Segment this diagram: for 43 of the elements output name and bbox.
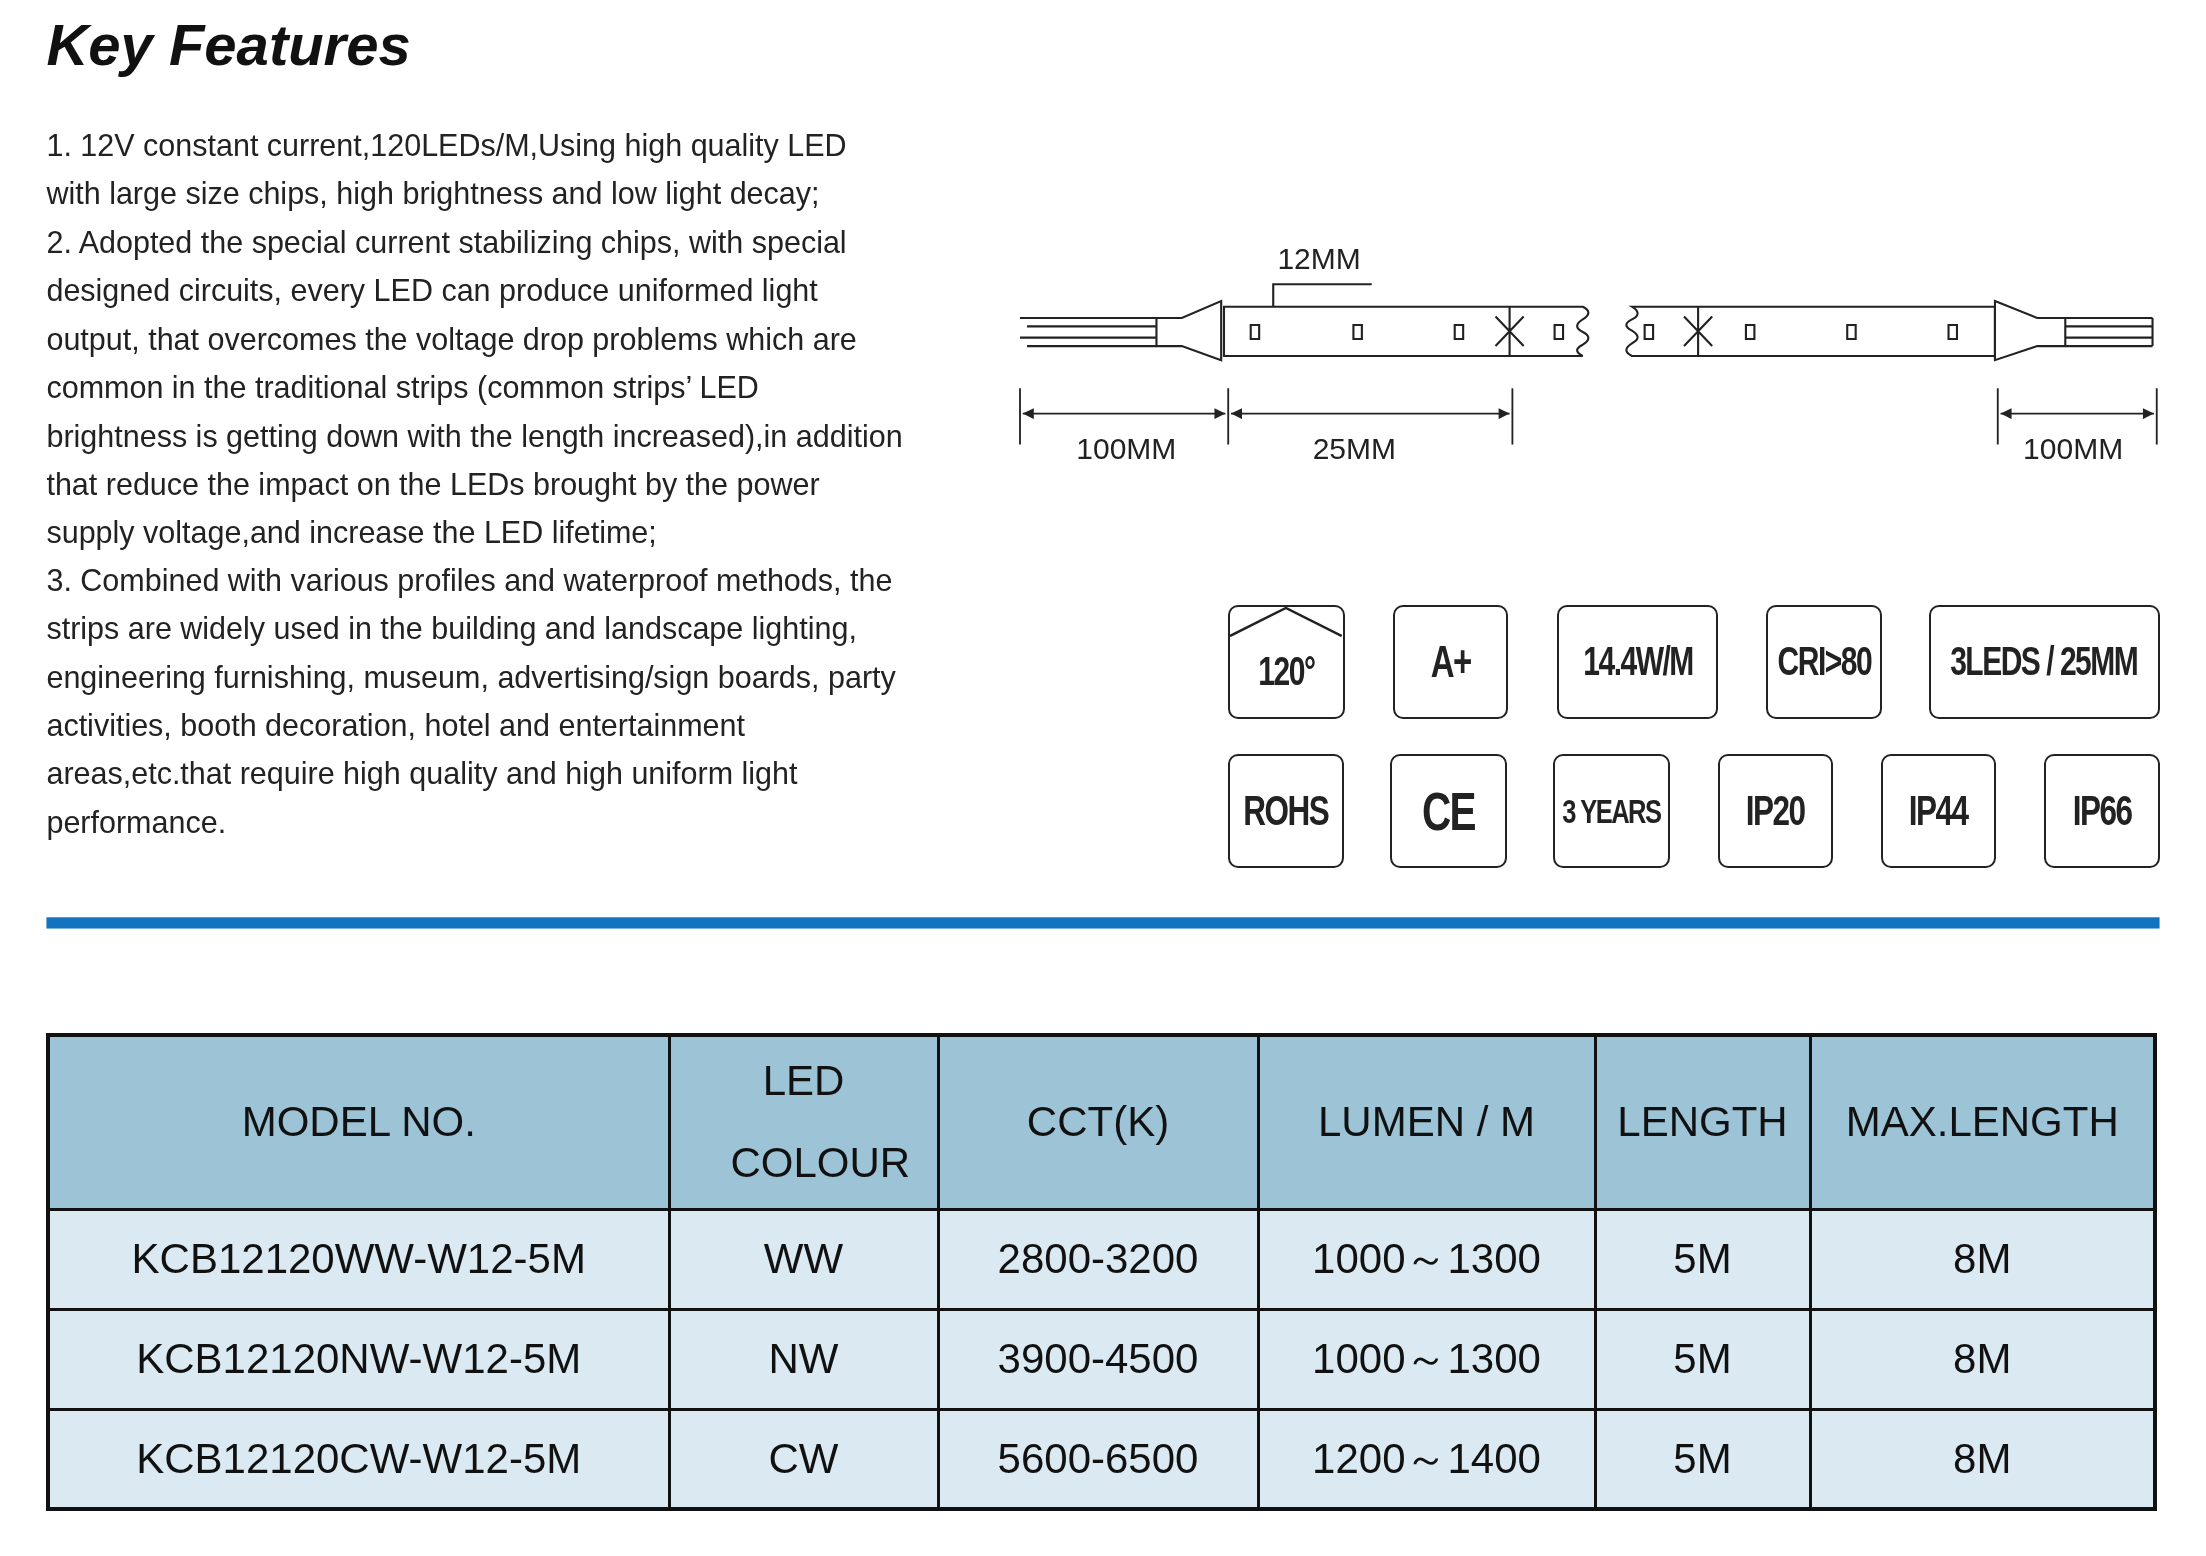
header-cell: LUMEN / M <box>1258 1035 1595 1209</box>
table-cell: KCB12120NW-W12-5M <box>48 1309 669 1409</box>
table-cell: 5600-6500 <box>938 1409 1258 1509</box>
dimension-label: 25MM <box>1312 431 1396 466</box>
spec-badge: IP44 <box>1881 754 1997 869</box>
table-cell: 1200～1400 <box>1258 1409 1595 1509</box>
spec-badge: 3 YEARS <box>1553 754 1670 869</box>
table-cell: 1000～1300 <box>1258 1309 1595 1409</box>
header-cell: LED COLOUR <box>669 1035 938 1209</box>
header-cell: MAX.LENGTH <box>1810 1035 2155 1209</box>
page-title: Key Features <box>46 11 411 79</box>
spec-badge: CRI>80 <box>1765 604 1883 719</box>
table-cell: 3900-4500 <box>938 1309 1258 1409</box>
dimension-label: 12MM <box>1277 242 1361 276</box>
dimension-label: 100MM <box>2023 431 2124 466</box>
header-cell: CCT(K) <box>938 1035 1258 1209</box>
spec-badge: CE <box>1390 754 1507 869</box>
table-cell: 5M <box>1595 1209 1810 1309</box>
spec-badge: ROHS <box>1228 754 1344 869</box>
table-cell: WW <box>669 1209 938 1309</box>
spec-badge: A+ <box>1392 604 1509 719</box>
spec-badge: IP20 <box>1717 754 1834 869</box>
feature-paragraph: 3. Combined with various profiles and waterproof methods, the strips are widely used in the building and landscape lighting, engineering furnishing, museum, advertising/sign boards, party activities, booth decoration, hotel and entertainment areas,etc.that require high quality and high uniform light performance. <box>46 561 897 842</box>
table-cell: KCB12120WW-W12-5M <box>48 1209 669 1309</box>
header-cell: LENGTH <box>1595 1035 1810 1209</box>
table-cell: 8M <box>1810 1409 2155 1509</box>
spec-badge: 3LEDS / 25MM <box>1928 604 2160 719</box>
table-cell: 5M <box>1595 1309 1810 1409</box>
table-cell: 2800-3200 <box>938 1209 1258 1309</box>
header-cell: MODEL NO. <box>48 1035 669 1209</box>
table-cell: CW <box>669 1409 938 1509</box>
spec-badge: 14.4W/M <box>1557 604 1718 719</box>
feature-paragraph: 2. Adopted the special current stabilizing chips, with special designed circuits, every LED can produce uniformed light output, that overcomes the voltage drop problems which are common in the traditional strips (common strips’ LED brightness is getting down with the length increased),in addition that reduce the impact on the LEDs brought by the power supply voltage,and increase the LED lifetime; <box>46 224 904 552</box>
feature-paragraph: 1. 12V constant current,120LEDs/M,Using high quality LED with large size chips, high brightness and low light decay; <box>46 127 848 213</box>
spec-badge: IP66 <box>2044 754 2160 869</box>
table-cell: 8M <box>1810 1209 2155 1309</box>
table-cell: 5M <box>1595 1409 1810 1509</box>
table-cell: NW <box>669 1309 938 1409</box>
dimension-label: 100MM <box>1076 431 1177 466</box>
table-cell: KCB12120CW-W12-5M <box>48 1409 669 1509</box>
table-cell: 1000～1300 <box>1258 1209 1595 1309</box>
spec-badge: 120° <box>1228 604 1345 719</box>
table-cell: 8M <box>1810 1309 2155 1409</box>
